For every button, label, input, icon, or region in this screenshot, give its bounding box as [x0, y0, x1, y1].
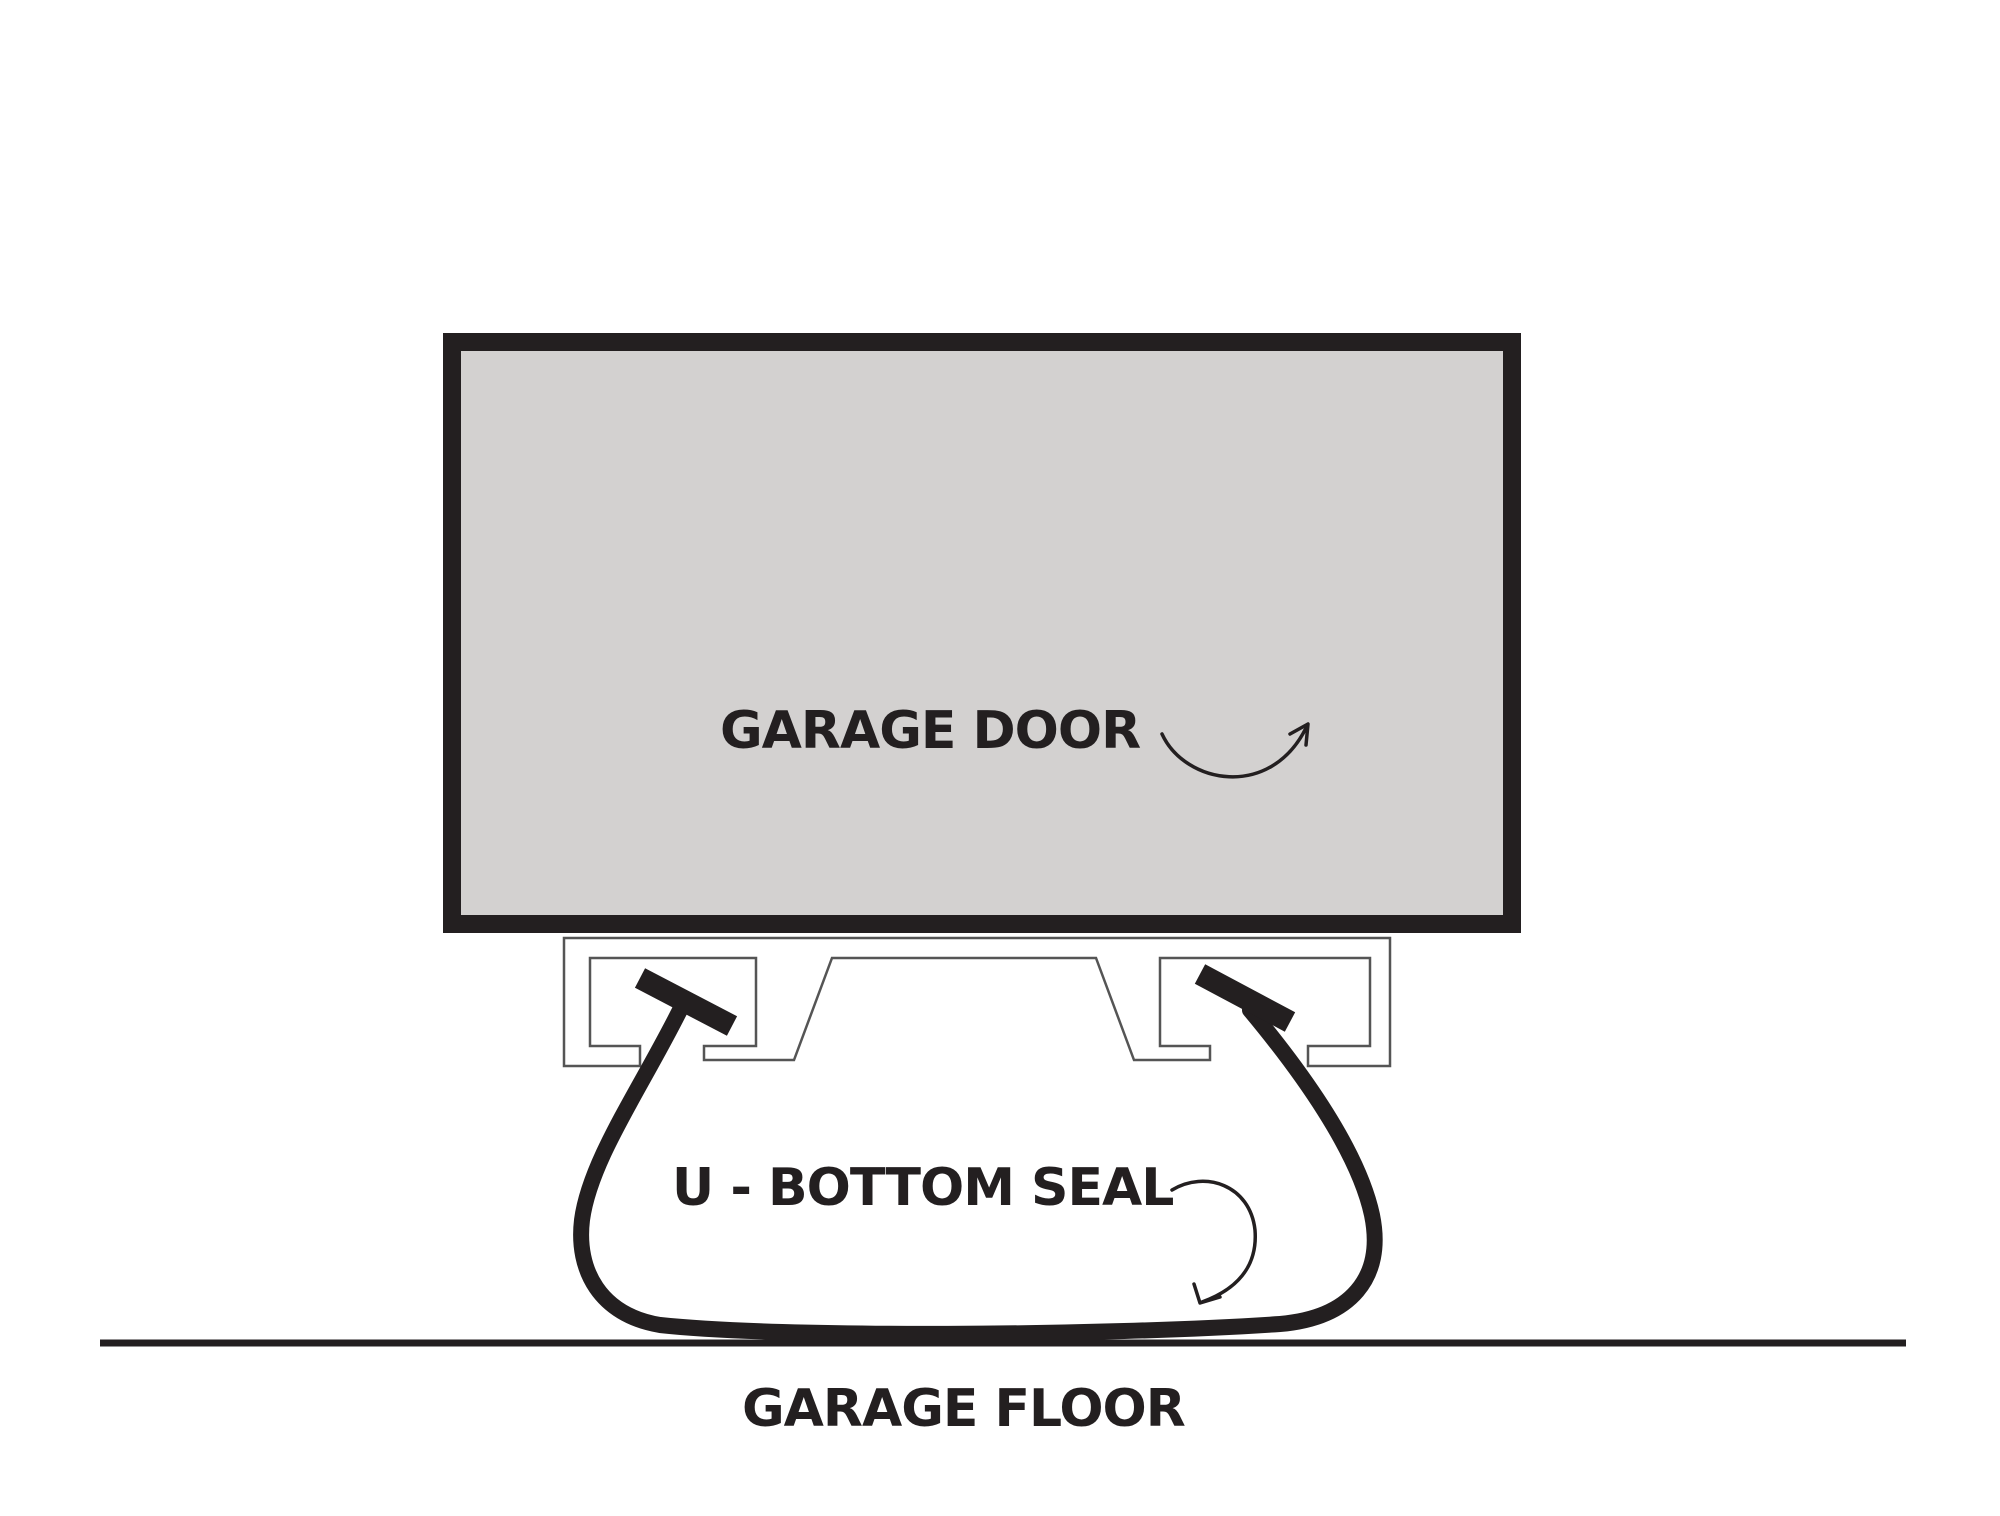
u-bottom-seal-arrow-icon — [1170, 1179, 1257, 1305]
garage-door-panel — [443, 333, 1521, 933]
garage-door-label: GARAGE DOOR — [720, 701, 1140, 761]
retainer-track — [562, 936, 1392, 1068]
u-bottom-seal — [573, 1002, 1383, 1342]
garage-floor-label: GARAGE FLOOR — [742, 1379, 1185, 1439]
seal-right-anchor — [1194, 964, 1296, 1032]
seal-left-anchor — [634, 968, 738, 1036]
garage-door-arrow-icon — [1160, 722, 1310, 779]
u-bottom-seal-label: U - BOTTOM SEAL — [672, 1158, 1173, 1218]
